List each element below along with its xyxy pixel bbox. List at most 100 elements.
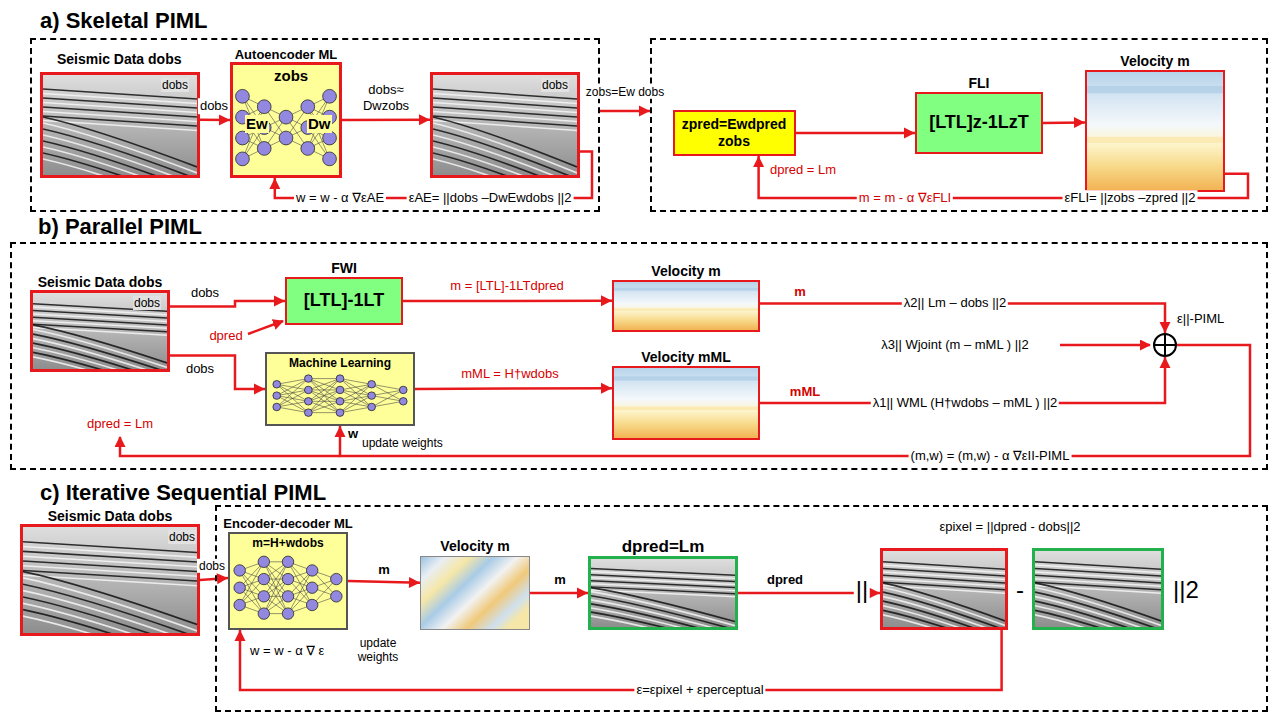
connector-label: εFLI= ||zobs –zpred ||2 — [1063, 190, 1198, 206]
box-title: Seismic Data dobs — [38, 274, 163, 291]
seismic-panel: Seismic Data dobsdobs — [20, 524, 200, 636]
network-neuron — [399, 398, 407, 405]
reflector — [883, 572, 1005, 580]
reflector — [33, 314, 167, 322]
arrow-head — [274, 296, 285, 307]
reflector — [1035, 582, 1161, 590]
network-neuron — [306, 599, 317, 610]
arrow-head — [409, 577, 420, 588]
velocity-panel: Velocity m — [420, 556, 530, 630]
annotation-label: εpixel = ||dpred - dobs||2 — [937, 519, 1082, 535]
velocity-band — [1087, 137, 1223, 143]
annotation-label: w = w - α ∇ ε — [248, 643, 326, 659]
network-link — [308, 379, 340, 402]
connector — [348, 577, 420, 588]
velocity-ground — [614, 368, 758, 438]
section-heading: a) Skeletal PIML — [40, 8, 208, 34]
diving-event — [1035, 606, 1161, 627]
operator-box: FLI[LTL]z-1LzT — [915, 92, 1043, 154]
box-label: dobs — [541, 78, 569, 92]
connector-label: zobs=Ew dobs — [584, 85, 666, 99]
network-link — [277, 390, 309, 407]
network-neuron — [282, 591, 293, 602]
reflector — [43, 116, 197, 126]
connector-label: λ2|| Lm – dobs ||2 — [902, 295, 1008, 311]
reflector — [33, 324, 167, 332]
box-title: Seismic Data dobs — [48, 508, 173, 525]
box-label: zobs — [718, 133, 750, 150]
network-link — [308, 379, 340, 413]
network-neuron — [279, 110, 293, 124]
network-neuron — [279, 131, 293, 145]
diving-event — [33, 348, 167, 369]
velocity-panel: Velocity mML — [612, 366, 760, 440]
network-neuron — [306, 582, 317, 593]
network-neuron — [258, 556, 269, 567]
arrow-head — [254, 384, 265, 395]
annotation-label: mML — [788, 384, 822, 400]
reflector — [1035, 568, 1161, 576]
box-label: Dw — [307, 115, 332, 133]
arrow-head — [235, 630, 246, 641]
reflector — [33, 317, 167, 325]
connector-line — [342, 118, 430, 121]
network-link — [308, 390, 340, 413]
diving-event — [43, 147, 197, 175]
arrow-head — [869, 588, 880, 599]
network-neuron — [305, 375, 313, 382]
reflector — [23, 566, 197, 577]
network-link — [372, 401, 404, 407]
box-label: Machine Learning — [267, 356, 413, 370]
network-neuron — [305, 386, 313, 393]
predicted-seismic-panel: dpred=Lm — [588, 556, 738, 630]
connector-line — [240, 630, 1002, 690]
velocity-ground — [614, 282, 758, 330]
connector-line — [340, 345, 1250, 456]
connector — [200, 114, 230, 125]
connector — [1043, 117, 1085, 128]
diving-event — [433, 147, 577, 175]
network-neuron — [323, 89, 337, 103]
connector-line — [170, 356, 265, 389]
sum-bar — [1155, 344, 1175, 346]
velocity-ground — [1087, 72, 1223, 190]
arrow-head — [335, 426, 346, 437]
network-neuron — [301, 142, 315, 156]
reflector — [23, 556, 197, 567]
network-neuron — [236, 152, 250, 166]
velocity-band — [1087, 86, 1223, 93]
connector-label: dpred — [765, 572, 805, 588]
velocity-image — [421, 557, 529, 629]
connector — [200, 573, 228, 584]
reflector — [23, 551, 197, 562]
sum-circle: ε||-PIML — [1153, 333, 1177, 357]
ml-network-box: Machine Learning — [265, 352, 415, 426]
box-label: m=H+wdobs — [230, 536, 346, 550]
network-neuron — [331, 591, 342, 602]
network-link — [340, 379, 372, 407]
velocity-band — [614, 308, 758, 310]
connector-label: dobs — [198, 98, 230, 114]
connector-label: m — [376, 562, 392, 578]
reflector — [1035, 562, 1161, 570]
connector-label: dobs — [197, 559, 227, 573]
arrow-head — [601, 295, 612, 306]
reflector — [433, 98, 577, 108]
connector-line — [403, 300, 612, 303]
diving-event — [591, 608, 735, 627]
network-neuron — [368, 381, 376, 388]
seismic-ground — [591, 559, 735, 627]
seismic-panel: Seismic Data dobsdobs — [40, 72, 200, 178]
text-stack: zpred=Ewdpredzobs — [675, 112, 794, 154]
box-label: Seismic Data dobs — [57, 51, 182, 68]
network-neuron — [257, 100, 271, 114]
connector-label: m — [552, 572, 568, 588]
box-label: dobs — [161, 78, 189, 92]
seismic-panel: dobs — [430, 72, 580, 178]
annotation-label: || — [854, 578, 870, 602]
network-link — [308, 378, 340, 379]
dpred-feedback-line — [120, 437, 340, 456]
seismic-ground — [33, 293, 167, 369]
network-link — [308, 379, 340, 390]
velocity-image — [614, 368, 758, 438]
